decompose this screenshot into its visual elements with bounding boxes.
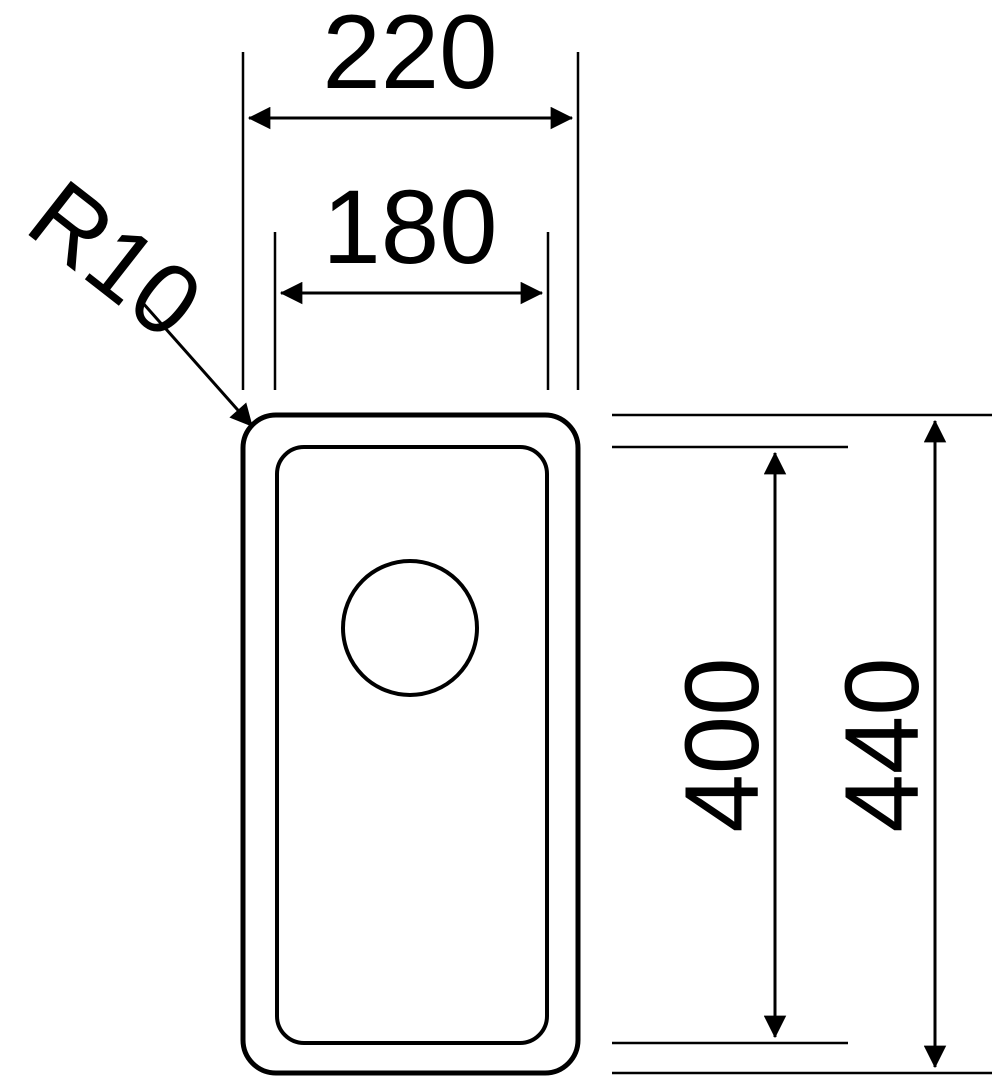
sink-outer-rect <box>240 412 581 1076</box>
drain-hole-circle <box>341 559 479 697</box>
inner-width-label: 180 <box>322 169 497 286</box>
outer-width-label: 220 <box>322 0 497 111</box>
sink-basin-inner-rect <box>275 445 549 1045</box>
outer-height-label: 440 <box>824 657 941 832</box>
corner-radius-label: R10 <box>8 159 222 360</box>
corner-radius-leader-arrow <box>140 301 254 427</box>
inner-height-label: 400 <box>664 657 781 832</box>
